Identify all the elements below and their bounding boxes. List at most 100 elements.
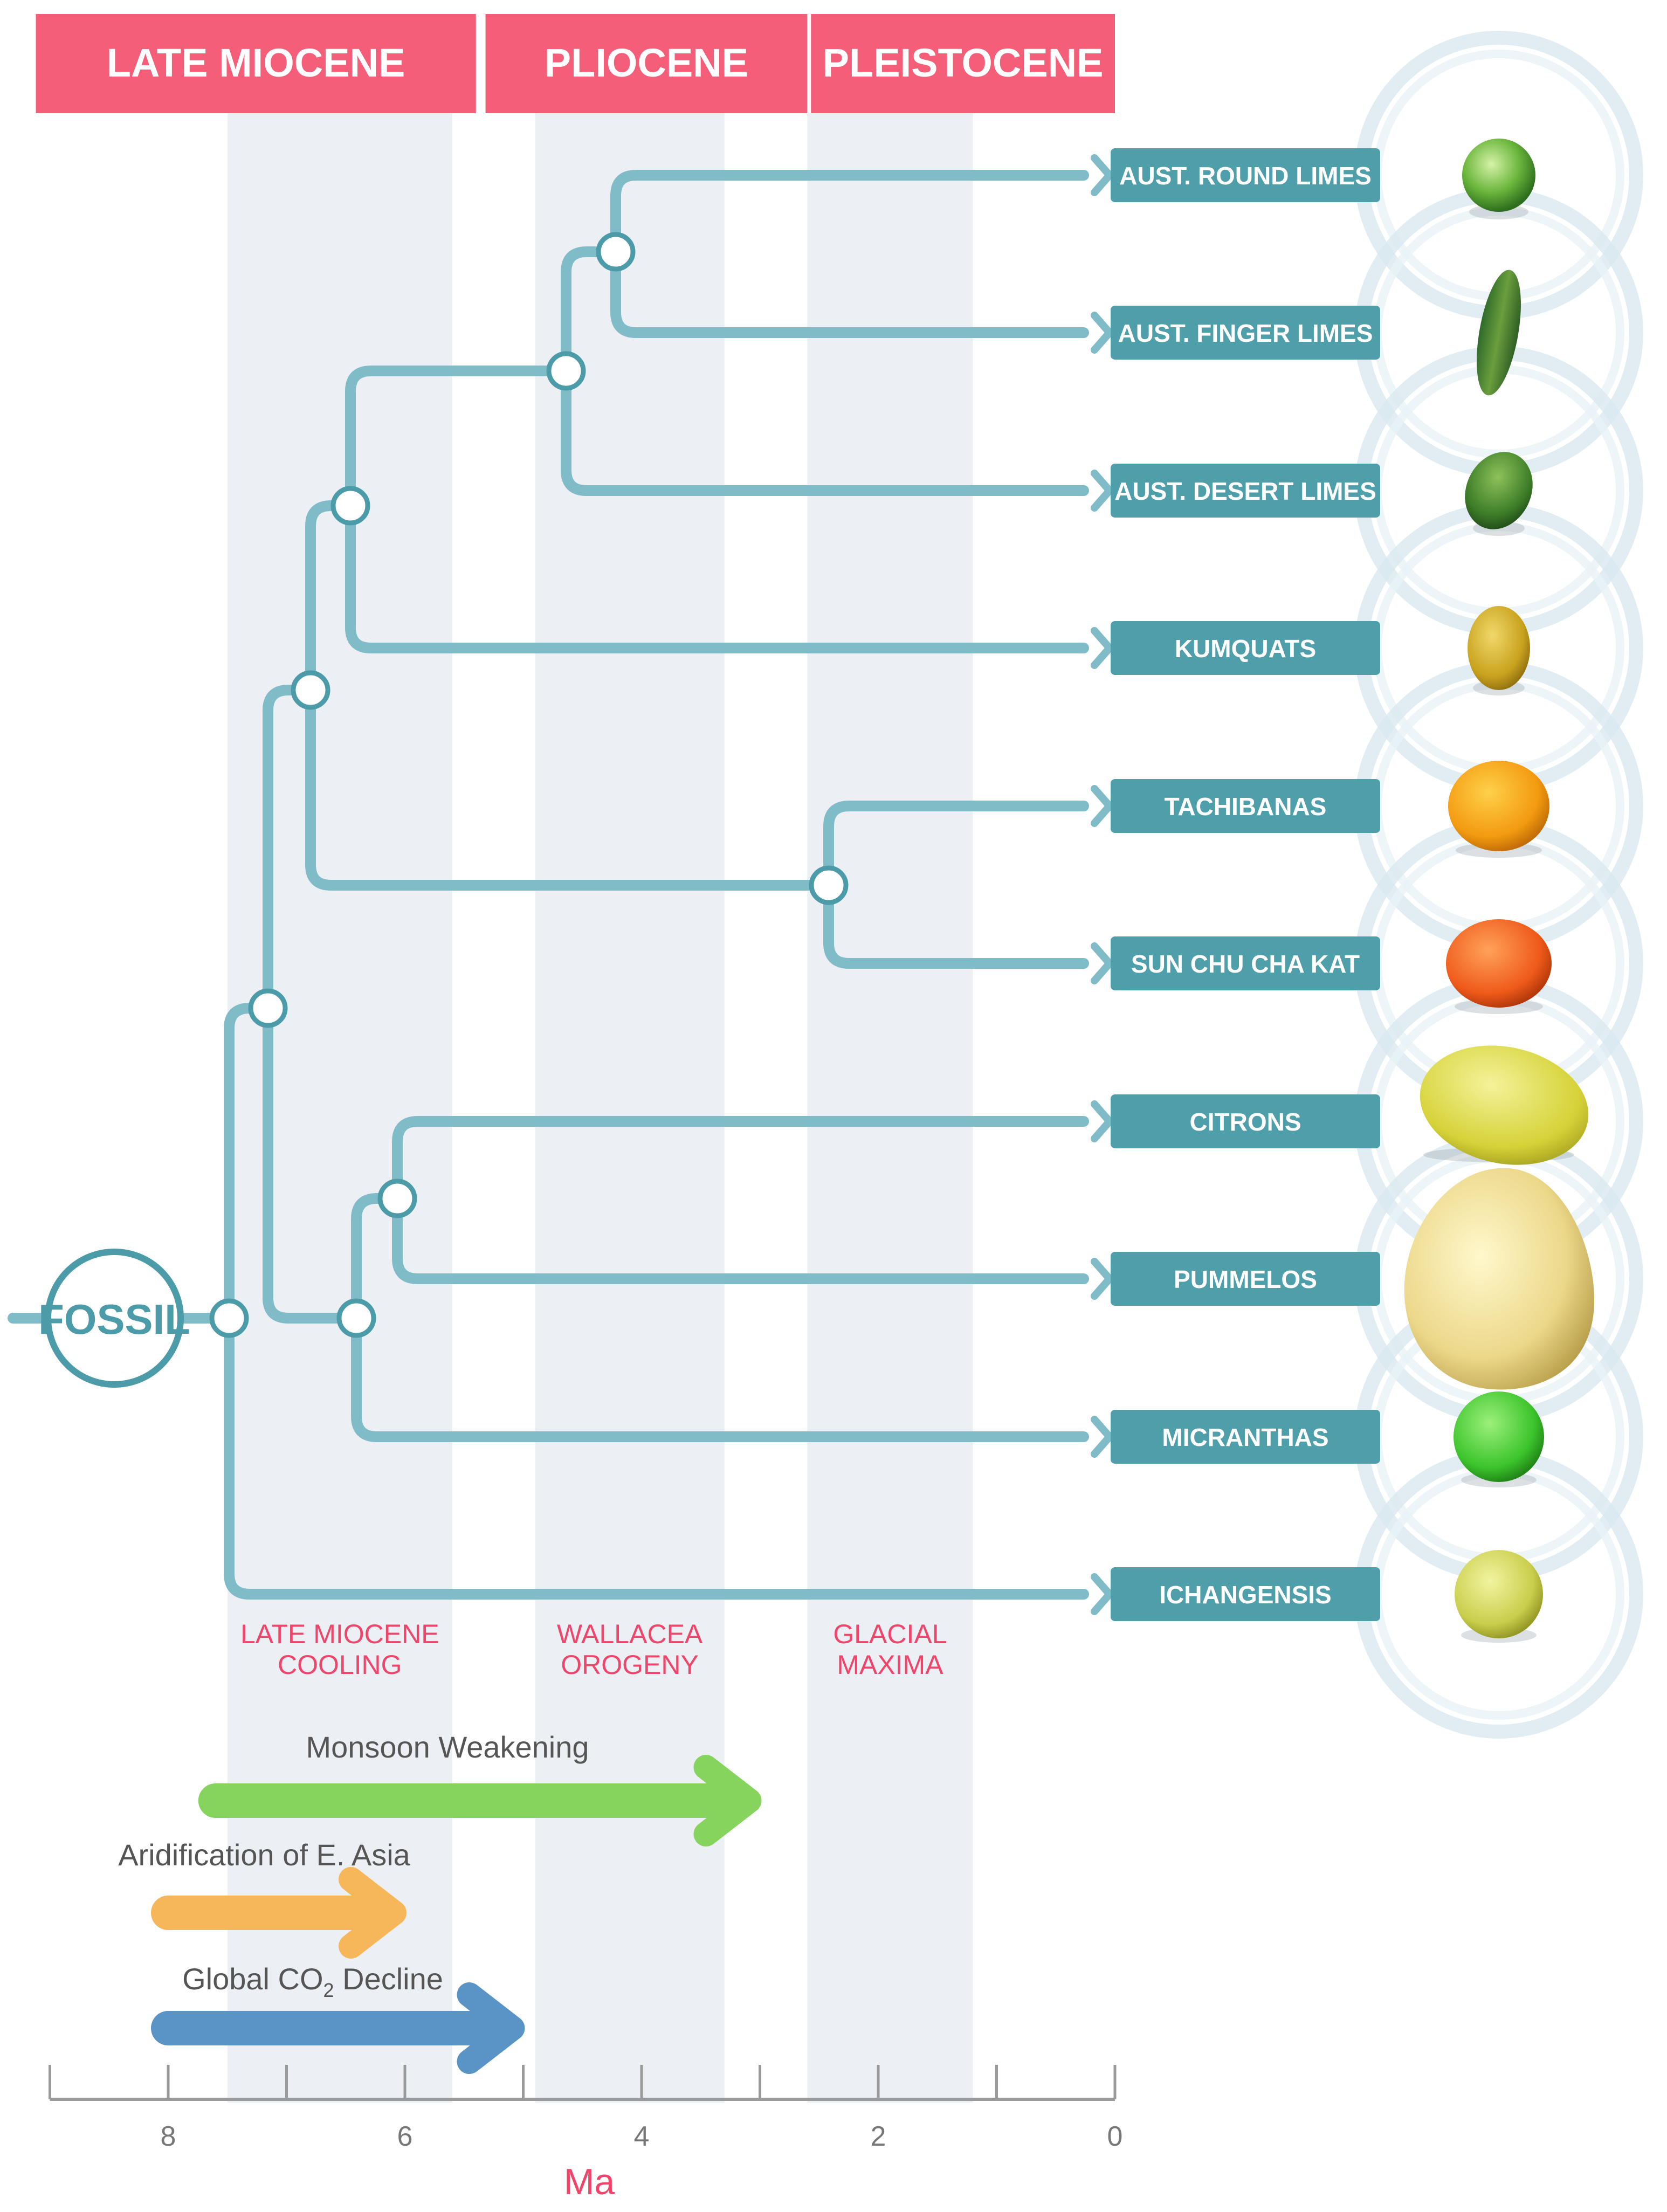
epoch-header-bar (485, 14, 808, 113)
taxon-label: PUMMELOS (1174, 1265, 1317, 1293)
branch-arrowhead (1091, 154, 1113, 196)
tree-node (809, 865, 849, 905)
trend-label-text: Aridification of E. Asia (118, 1838, 410, 1872)
branch-to-kumquat-clade (305, 500, 356, 695)
epoch-header-bar (36, 14, 476, 113)
branch-citrons (392, 1116, 1089, 1204)
branch-arrowhead (1091, 627, 1113, 669)
tree-node (546, 351, 586, 391)
epoch-header-3: PLEISTOCENE (811, 14, 1115, 113)
event-label-line1: WALLACEA (557, 1619, 703, 1649)
kumquat-icon (1468, 606, 1530, 690)
epoch-header-label: PLEISTOCENE (823, 40, 1104, 85)
branch-to-lime-clade (263, 685, 316, 1014)
branch-to-mandarin-clade (305, 685, 834, 891)
branch-desert-limes (561, 366, 1089, 496)
taxon-box (1111, 1410, 1380, 1464)
time-axis: 8 6 4 2 0Ma (49, 2065, 1123, 2202)
axis-unit-label: Ma (564, 2161, 615, 2202)
trend-2: Aridification of E. Asia (118, 1838, 411, 1959)
round-lime-icon (1462, 139, 1535, 212)
trend-arrow-head (339, 1867, 407, 1959)
epoch-header-2: PLIOCENE (485, 14, 808, 113)
fruit-illustrations (1404, 139, 1595, 1643)
branch-to-round-finger (561, 246, 621, 376)
event-label-line1: LATE MIOCENE (240, 1619, 439, 1649)
taxon-box (1111, 464, 1380, 518)
finger-lime-icon (1477, 270, 1521, 396)
branch-to-citron-clade (263, 1003, 362, 1324)
fossil-marker: FOSSIL (38, 1249, 190, 1388)
epoch-header-label: PLIOCENE (545, 40, 748, 85)
branch-arrowhead (1091, 312, 1113, 354)
trend-arrow-head (693, 1755, 762, 1846)
tree-node (596, 232, 636, 272)
taxon-box (1111, 621, 1380, 675)
epoch-header-label: LATE MIOCENE (107, 40, 405, 85)
axis-tick-label: 2 (871, 2121, 886, 2152)
taxon-micrantha: MICRANTHAS (1111, 1410, 1380, 1464)
branch-arrowhead (1091, 1416, 1113, 1458)
phylogenetic-tree: FOSSIL (8, 154, 1113, 1615)
fossil-label: FOSSIL (38, 1295, 190, 1343)
axis-tick-label: 6 (397, 2121, 413, 2152)
event-label-line2: OROGENY (561, 1650, 699, 1680)
trend-3: Global CO2 Decline (151, 1962, 525, 2074)
event-label-line2: COOLING (278, 1650, 402, 1680)
taxon-pummelo: PUMMELOS (1111, 1252, 1380, 1306)
tree-node (377, 1179, 417, 1218)
tree-node (336, 1298, 376, 1338)
event-label-line1: GLACIAL (833, 1619, 947, 1649)
trend-arrow-head (457, 1982, 525, 2074)
taxon-label: KUMQUATS (1175, 635, 1316, 663)
branch-arrowhead (1091, 1100, 1113, 1142)
axis-tick-label: 0 (1107, 2121, 1123, 2152)
taxon-label: AUST. DESERT LIMES (1114, 477, 1376, 505)
epoch-header-bar (811, 14, 1115, 113)
axis-tick-label: 4 (634, 2121, 650, 2152)
axis-tick-label: 8 (161, 2121, 176, 2152)
taxon-box (1111, 1567, 1380, 1621)
epoch-headers: LATE MIOCENE PLIOCENE PLEISTOCENE (36, 14, 1115, 113)
epoch-header-1: LATE MIOCENE (36, 14, 476, 113)
branch-arrowhead (1091, 1573, 1113, 1615)
branch-to-citron-pummelo (351, 1193, 403, 1324)
citron-icon (1420, 1045, 1589, 1165)
trend-label-text: Monsoon Weakening (306, 1730, 589, 1764)
trend-label-text: Global CO (182, 1962, 323, 1996)
taxon-label: MICRANTHAS (1162, 1423, 1328, 1451)
branch-pummelos (392, 1193, 1089, 1284)
taxon-label: AUST. FINGER LIMES (1118, 319, 1373, 347)
tree-node (330, 486, 370, 526)
trend-label: Global CO2 Decline (182, 1962, 443, 2001)
branch-sun-chu-cha-kat (823, 880, 1089, 969)
branch-arrowhead (1091, 942, 1113, 984)
taxon-tachibana: TACHIBANAS (1111, 779, 1380, 833)
taxon-sun-chu-sha-kat: SUN CHU CHA KAT (1111, 936, 1380, 990)
taxon-box (1111, 936, 1380, 990)
taxon-box (1111, 1094, 1380, 1148)
trend-label: Monsoon Weakening (306, 1730, 589, 1764)
taxon-label: AUST. ROUND LIMES (1119, 162, 1372, 190)
trend-label-suffix: Decline (334, 1962, 443, 1996)
desert-lime-icon (1465, 452, 1533, 529)
taxon-label: ICHANGENSIS (1159, 1581, 1331, 1609)
tree-node (291, 670, 330, 710)
taxon-label: SUN CHU CHA KAT (1131, 950, 1360, 978)
trend-1: Monsoon Weakening (198, 1730, 762, 1846)
taxon-box (1111, 1252, 1380, 1306)
branch-arrowhead (1091, 785, 1113, 827)
taxon-desert-lime: AUST. DESERT LIMES (1111, 464, 1380, 518)
branch-arrowhead (1091, 470, 1113, 512)
taxon-labels: AUST. ROUND LIMES AUST. FINGER LIMES AUST.… (1111, 148, 1380, 1621)
taxon-label: TACHIBANAS (1165, 793, 1327, 821)
branch-ichangensis (224, 1313, 1089, 1600)
taxon-box (1111, 306, 1380, 360)
branch-kumquats (345, 500, 1089, 653)
